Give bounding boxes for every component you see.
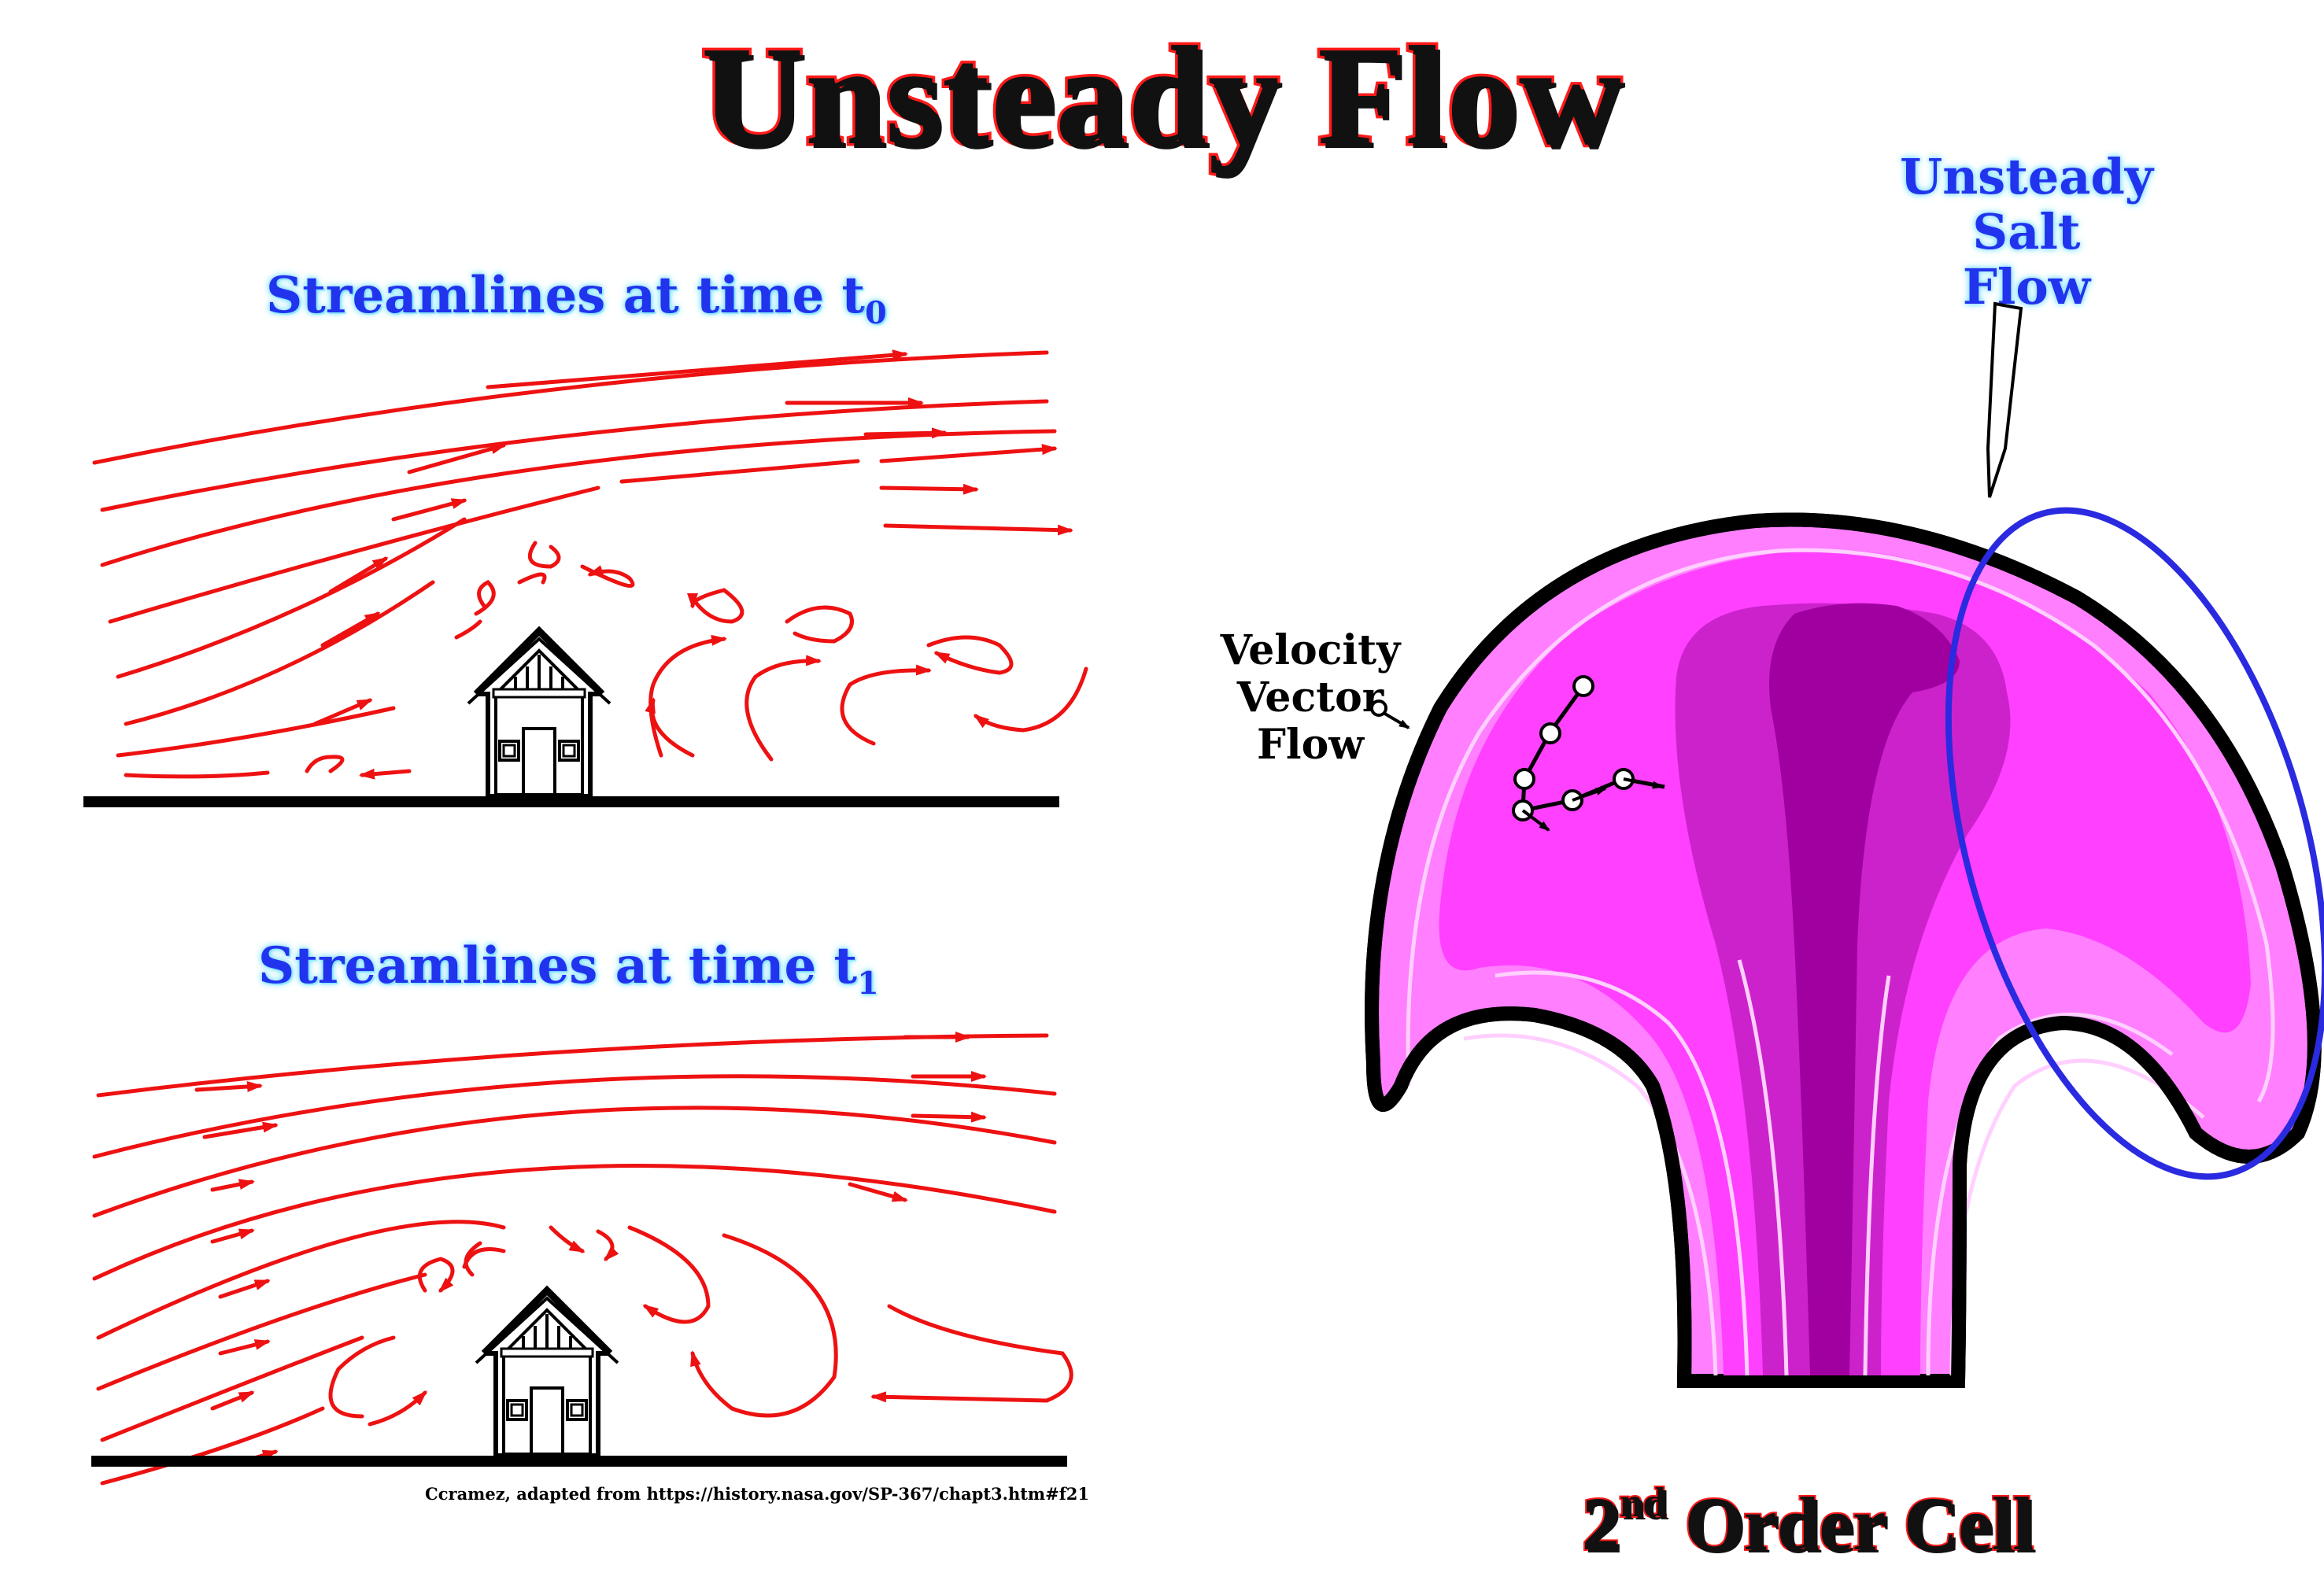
cell-superscript: nd bbox=[1618, 1478, 1668, 1527]
house-t1 bbox=[476, 1290, 618, 1456]
panel-t1-label: Streamlines at time t bbox=[258, 936, 858, 995]
panel-t1-subscript: 1 bbox=[857, 965, 879, 1002]
main-title: Unsteady Flow bbox=[698, 15, 1624, 177]
house-t0 bbox=[468, 631, 610, 796]
cell-core bbox=[1769, 603, 1960, 1375]
cell-title-rest: Order Cell bbox=[1665, 1480, 2035, 1567]
cell-title: 2nd Order Cell bbox=[1580, 1478, 2035, 1567]
velocity-vector-label: Velocity Vector Flow bbox=[1145, 627, 1476, 769]
panel-t1-title: Streamlines at time t1 bbox=[258, 936, 879, 1002]
panel-t0-streamlines bbox=[92, 349, 1088, 780]
panel-t0-subscript: 0 bbox=[865, 294, 887, 331]
velocity-vector-legend-icon bbox=[1370, 700, 1410, 729]
credit-text: Ccramez, adapted from https://history.na… bbox=[425, 1484, 1089, 1504]
velocity-vector-particles bbox=[1512, 675, 1665, 832]
salt-flow-line2: Flow bbox=[1962, 258, 2091, 316]
salt-flow-ellipse bbox=[1945, 507, 2324, 1180]
velocity-vector-line1: Velocity Vector bbox=[1220, 626, 1401, 722]
salt-flow-label: Unsteady Salt Flow bbox=[1849, 150, 2204, 315]
salt-cell bbox=[1365, 512, 2322, 1388]
panel-t0-title: Streamlines at time t0 bbox=[266, 266, 887, 331]
velocity-vector-line2: Flow bbox=[1256, 721, 1365, 769]
panel-t1-streamlines bbox=[92, 1032, 1073, 1486]
panel-t0-label: Streamlines at time t bbox=[266, 266, 866, 325]
salt-flow-line1: Unsteady Salt bbox=[1900, 148, 2153, 260]
salt-flow-arrow bbox=[1986, 301, 2023, 498]
cell-outline bbox=[1365, 512, 2322, 1382]
cell-number: 2 bbox=[1580, 1480, 1621, 1567]
